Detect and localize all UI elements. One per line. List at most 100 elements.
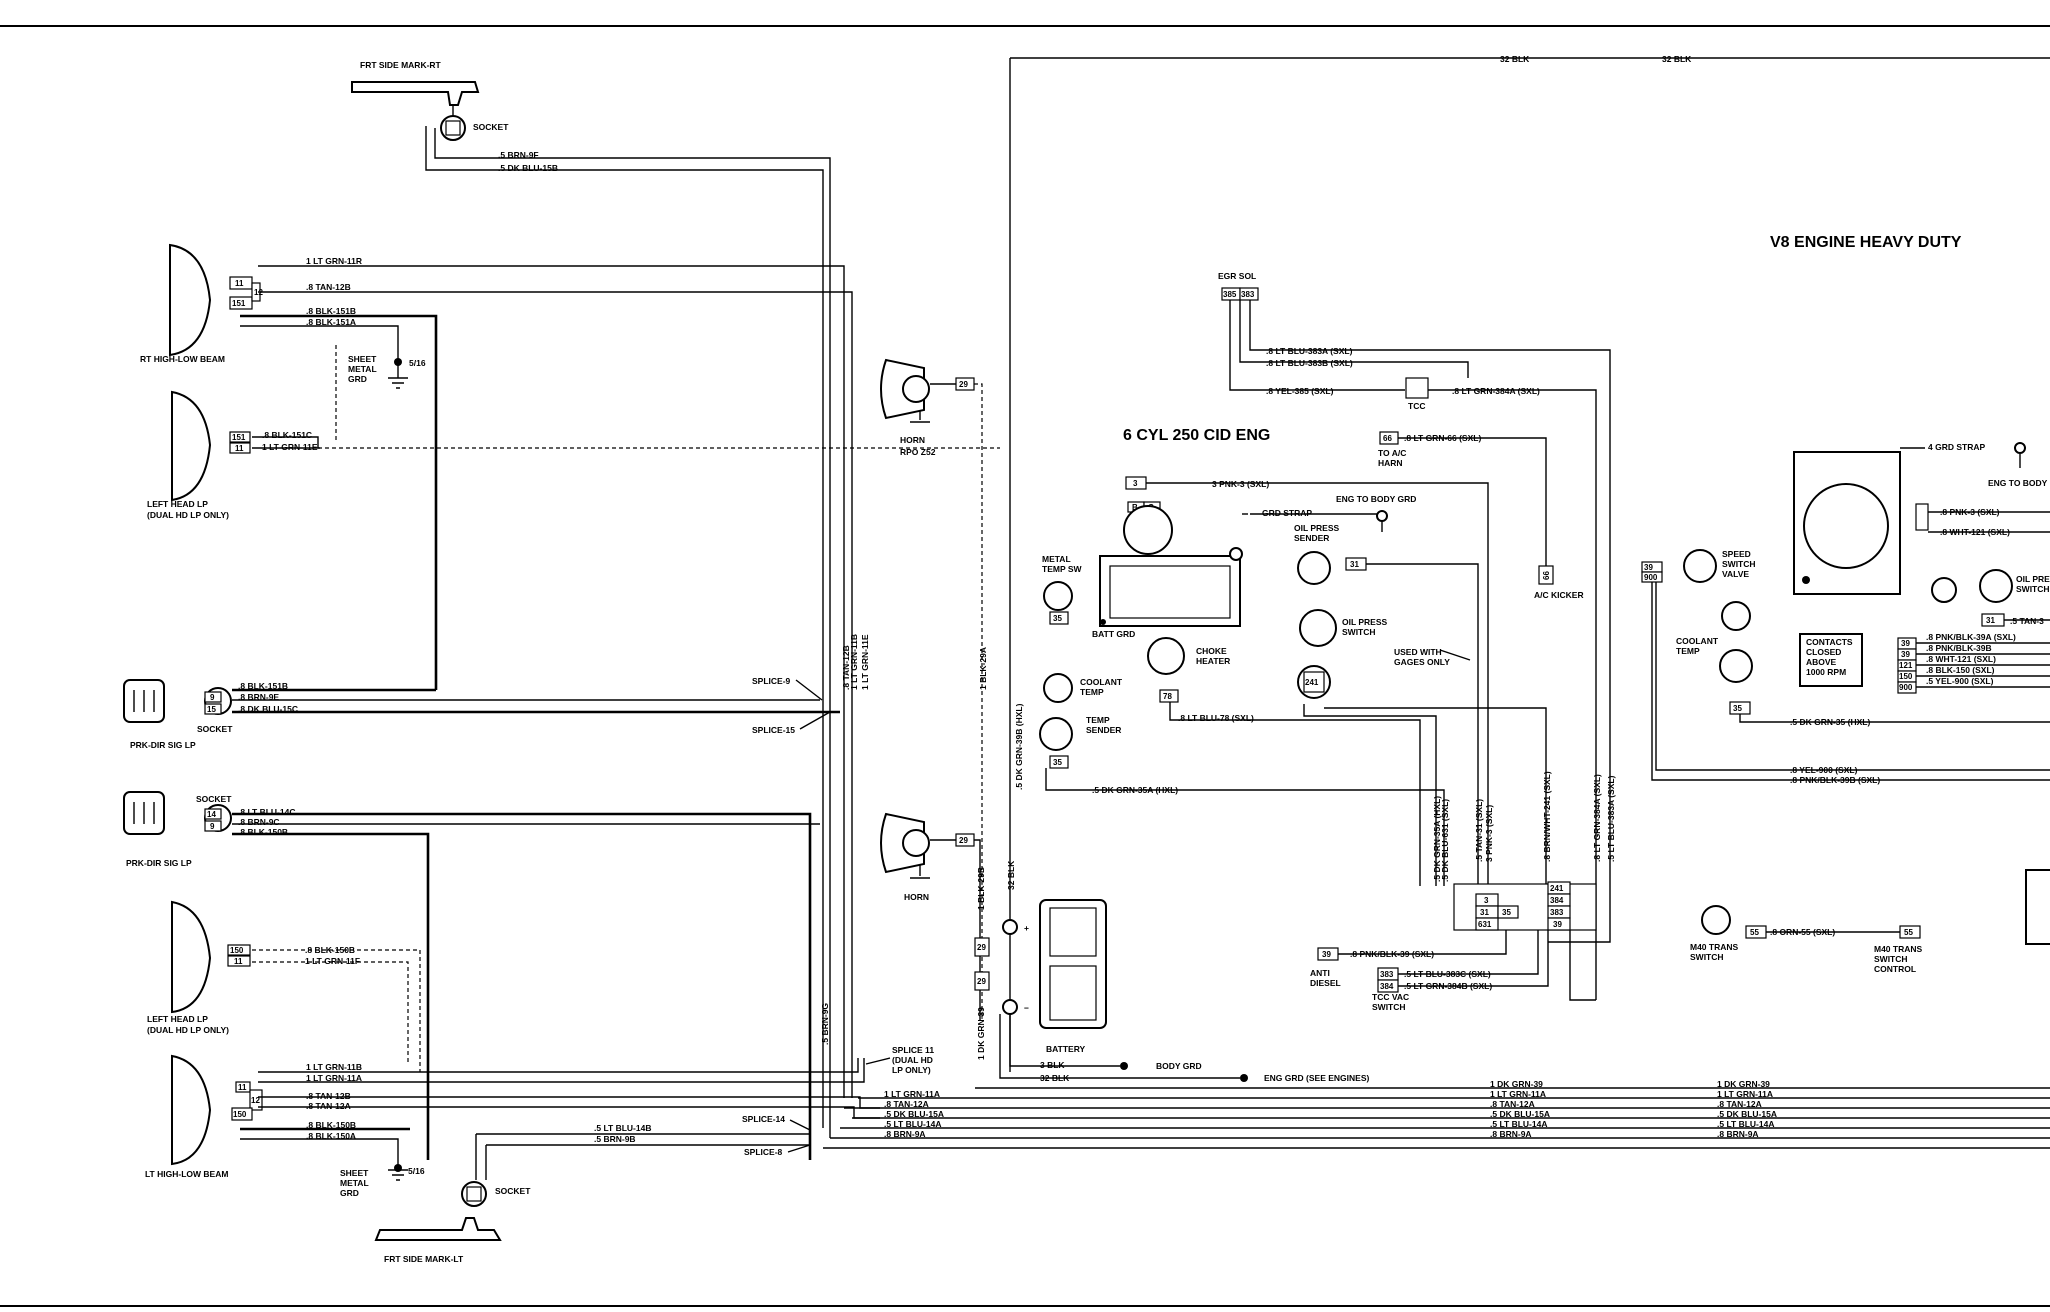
splice-labels: SPLICE-9 SPLICE-15 (752, 676, 831, 735)
svg-text:11: 11 (234, 957, 243, 966)
svg-text:SPLICE-9: SPLICE-9 (752, 676, 791, 686)
svg-text:SOCKET: SOCKET (196, 794, 232, 804)
bus3-brn-9a: .8 BRN-9A (1717, 1129, 1759, 1139)
svg-text:SWITCH: SWITCH (1372, 1002, 1406, 1012)
svg-text:OIL PRESS: OIL PRESS (1294, 523, 1340, 533)
wire-tan-12a: .8 TAN-12A (306, 1101, 351, 1111)
svg-text:5/16: 5/16 (409, 358, 426, 368)
tcc-vac-switch: 383 384 TCC VAC SWITCH (1372, 967, 1409, 1012)
lt-high-low-beam-lamp: 11 12 150 LT HIGH-LOW BEAM (145, 1054, 263, 1179)
svg-text:383: 383 (1241, 290, 1255, 299)
svg-text:GRD: GRD (340, 1188, 359, 1198)
wire-dk-grn-35a: .5 DK GRN-35A (HXL) (1092, 785, 1178, 795)
svg-text:29: 29 (959, 380, 968, 389)
wire-v-pnk-3: 3 PNK-3 (SXL) (1484, 805, 1494, 862)
wire-batt-32blk: 32 BLK (1040, 1073, 1070, 1083)
rt-high-low-beam-lamp: 11 12 151 RT HIGH-LOW BEAM (140, 243, 263, 364)
bus-lt-grn-11a: 1 LT GRN-11A (884, 1089, 940, 1099)
bus-lt-blu-14a: .5 LT BLU-14A (884, 1119, 941, 1129)
svg-text:66: 66 (1542, 571, 1551, 580)
svg-text:39: 39 (1901, 639, 1910, 648)
svg-text:11: 11 (235, 444, 244, 453)
bus-dk-blu-15a: .5 DK BLU-15A (884, 1109, 944, 1119)
v8-module-edge (2025, 869, 2050, 945)
wire-brn-9f: .5 BRN-9F (498, 150, 539, 160)
svg-text:M40 TRANS: M40 TRANS (1874, 944, 1923, 954)
wire-lt-grn-11b: 1 LT GRN-11B (306, 1062, 362, 1072)
oil-press-v8: OIL PRE SWITCH 31 (1931, 569, 2050, 627)
svg-text:150: 150 (230, 946, 244, 955)
svg-text:HORN: HORN (900, 435, 925, 445)
wire-yel-385: .8 YEL-385 (SXL) (1266, 386, 1334, 396)
svg-text:FRT SIDE MARK-RT: FRT SIDE MARK-RT (360, 60, 442, 70)
distributor-v8 (1793, 451, 1929, 595)
svg-text:(DUAL HD: (DUAL HD (892, 1055, 933, 1065)
v8-wire-tan-3: .5 TAN-3 (2010, 616, 2044, 626)
svg-text:CHOKE: CHOKE (1196, 646, 1227, 656)
body-grd-label: BODY GRD (1156, 1061, 1202, 1071)
wire-lt-grn-11e: 1 LT GRN-11E (262, 442, 318, 452)
svg-text:SOCKET: SOCKET (473, 122, 509, 132)
svg-text:CONTACTS: CONTACTS (1806, 637, 1853, 647)
svg-text:383: 383 (1380, 970, 1394, 979)
eng-grd-label: ENG GRD (SEE ENGINES) (1264, 1073, 1369, 1083)
svg-text:SENDER: SENDER (1086, 725, 1121, 735)
temp-sender: TEMP SENDER 35 (1039, 715, 1121, 769)
contacts-closed-relay: CONTACTS CLOSED ABOVE 1000 RPM 39 39 121… (1799, 633, 1917, 694)
wire-lt-blu-383a: .8 LT BLU-383A (SXL) (1266, 346, 1353, 356)
svg-text:35: 35 (1502, 908, 1511, 917)
svg-text:+: + (1024, 923, 1029, 933)
bus-brn-9a: .8 BRN-9A (884, 1129, 926, 1139)
pnk-3-conn: 3 (1125, 476, 1147, 490)
choke-heater: CHOKE HEATER 78 (1147, 637, 1230, 703)
svg-text:35: 35 (1053, 758, 1062, 767)
v8-left-conn: 39 900 (1641, 561, 1663, 583)
six-cyl-title: 6 CYL 250 CID ENG (1123, 427, 1270, 444)
svg-text:SPLICE-15: SPLICE-15 (752, 725, 795, 735)
svg-text:OIL PRE: OIL PRE (2016, 574, 2050, 584)
svg-text:PRK-DIR SIG LP: PRK-DIR SIG LP (130, 740, 196, 750)
used-with-gages-label: USED WITH (1394, 647, 1442, 657)
svg-text:HARN: HARN (1378, 458, 1403, 468)
svg-text:384: 384 (1550, 896, 1564, 905)
svg-text:9: 9 (210, 822, 215, 831)
svg-text:SPLICE 11: SPLICE 11 (892, 1045, 934, 1055)
svg-text:900: 900 (1644, 573, 1658, 582)
metal-temp-sw: METAL TEMP SW 35 (1042, 554, 1082, 625)
bus3-tan-12a: .8 TAN-12A (1717, 1099, 1762, 1109)
svg-text:SPLICE-8: SPLICE-8 (744, 1147, 783, 1157)
wire-brn-9c: .8 BRN-9C (238, 817, 280, 827)
wire-blk-150a: .8 BLK-150A (306, 1131, 356, 1141)
bus3-lt-blu-14a: .5 LT BLU-14A (1717, 1119, 1774, 1129)
svg-text:COOLANT: COOLANT (1676, 636, 1719, 646)
svg-text:39: 39 (1644, 563, 1653, 572)
wire-vert-dk-grn-39b: .5 DK GRN-39B (HXL) (1014, 703, 1024, 790)
ecm-connector: 3 31 35 631 241 384 383 39 (1453, 881, 1597, 931)
svg-text:VALVE: VALVE (1722, 569, 1749, 579)
svg-text:METAL: METAL (348, 364, 377, 374)
svg-text:241: 241 (1550, 884, 1564, 893)
svg-text:SWITCH: SWITCH (1342, 627, 1376, 637)
svg-text:31: 31 (1480, 908, 1489, 917)
bus2-tan-12a: .8 TAN-12A (1490, 1099, 1535, 1109)
wire-brn-9b: .5 BRN-9B (594, 1134, 636, 1144)
svg-text:SENDER: SENDER (1294, 533, 1329, 543)
batt-grd-label: BATT GRD (1092, 629, 1135, 639)
wire-tan-12b-2: .8 TAN-12B (306, 1091, 351, 1101)
svg-text:(DUAL HD LP ONLY): (DUAL HD LP ONLY) (147, 1025, 229, 1035)
svg-text:151: 151 (232, 433, 246, 442)
bus3-dk-grn-39: 1 DK GRN-39 (1717, 1079, 1770, 1089)
horn-rpo-z52: 29 HORN RPO Z52 (880, 358, 975, 457)
svg-text:39: 39 (1901, 650, 1910, 659)
svg-text:121: 121 (1899, 661, 1913, 670)
v8-wire-yel-900b: .8 YEL-900 (SXL) (1790, 765, 1858, 775)
svg-text:900: 900 (1899, 683, 1913, 692)
svg-text:SWITCH: SWITCH (1690, 952, 1724, 962)
wire-tan-12b: .8 TAN-12B (306, 282, 351, 292)
frt-side-marker-rt: FRT SIDE MARK-RT SOCKET (351, 60, 831, 1138)
eng-to-body-v8-label: ENG TO BODY (1988, 478, 2048, 488)
wire-brn-9e: .8 BRN-9E (238, 692, 279, 702)
wire-lt-grn-384b: .5 LT GRN-384B (SXL) (1404, 981, 1492, 991)
svg-text:HORN: HORN (904, 892, 929, 902)
v8-wire-pnk-blk-39a: .8 PNK/BLK-39A (SXL) (1926, 632, 2016, 642)
